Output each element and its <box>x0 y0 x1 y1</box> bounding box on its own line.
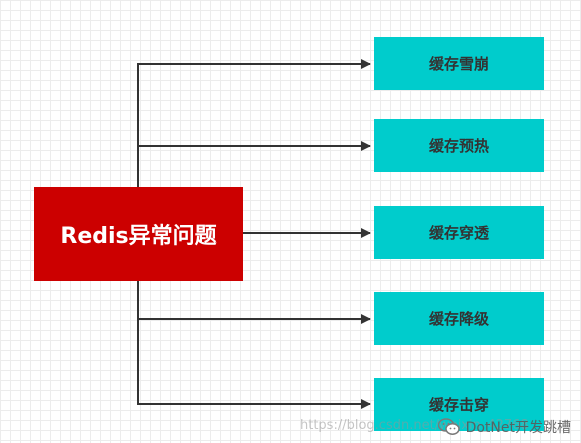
child-node-label: 缓存降级 <box>428 310 489 328</box>
connector-to-c1 <box>137 141 371 187</box>
child-node-3[interactable]: 缓存穿透 <box>374 206 544 259</box>
child-node-2[interactable]: 缓存预热 <box>374 119 544 172</box>
child-node-label: 缓存击穿 <box>428 396 489 414</box>
child-node-label: 缓存预热 <box>428 137 489 155</box>
child-node-1[interactable]: 缓存雪崩 <box>374 37 544 90</box>
root-node[interactable]: Redis异常问题 <box>34 187 243 281</box>
connector-to-c3 <box>137 281 371 324</box>
child-node-5[interactable]: 缓存击穿 <box>374 378 544 431</box>
connector-to-c4 <box>137 281 371 409</box>
child-node-label: 缓存雪崩 <box>428 55 489 73</box>
watermark-brand: DotNet开发跳槽 <box>465 420 571 436</box>
watermark-url: https://blog.csdn.net/weixin_42768 <box>300 418 529 433</box>
child-node-label: 缓存穿透 <box>428 224 489 242</box>
child-node-4[interactable]: 缓存降级 <box>374 292 544 345</box>
watermark: DotNet开发跳槽 <box>437 417 571 437</box>
connector-to-c0 <box>137 59 371 187</box>
wechat-icon <box>437 418 460 436</box>
root-node-label: Redis异常问题 <box>60 224 217 249</box>
